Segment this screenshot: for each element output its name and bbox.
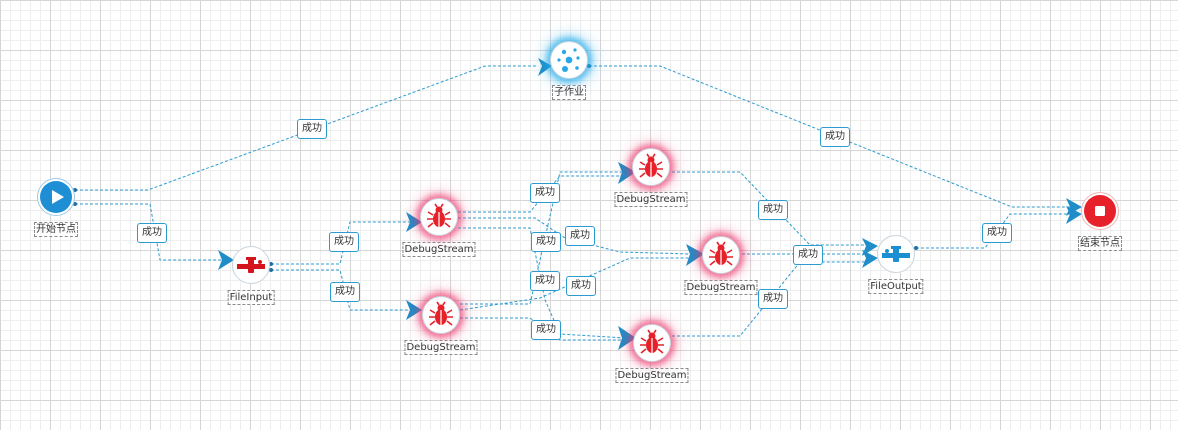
start-node-circle[interactable]	[37, 178, 75, 216]
edge-label[interactable]: 成功	[531, 232, 561, 252]
node-label: DebugStream	[614, 192, 688, 207]
arrowhead	[862, 250, 878, 268]
node-label: DebugStream	[404, 340, 478, 355]
edge-label[interactable]: 成功	[531, 320, 561, 340]
debugstream-node-2[interactable]: DebugStream	[404, 296, 478, 355]
arrowhead	[406, 300, 422, 320]
arrowhead	[618, 326, 636, 350]
play-icon	[40, 181, 72, 213]
bug-icon	[429, 301, 453, 326]
port[interactable]	[914, 246, 918, 250]
bug-icon	[427, 203, 451, 228]
bug-icon	[639, 153, 663, 178]
debugstream-node-circle[interactable]	[422, 296, 460, 334]
node-label: 开始节点	[34, 222, 78, 237]
edge-label[interactable]: 成功	[329, 232, 359, 252]
pipe-valve-icon	[237, 257, 265, 273]
edge-label[interactable]: 成功	[530, 271, 560, 291]
end-node[interactable]: 结束节点	[1078, 192, 1122, 251]
debugstream-node-circle[interactable]	[702, 236, 740, 274]
arrowhead	[538, 58, 552, 76]
debugstream-node-5[interactable]: DebugStream	[615, 324, 689, 383]
subjob-node-circle[interactable]	[550, 41, 588, 79]
arrowhead	[862, 238, 878, 256]
edge-fileinput-debug2[interactable]	[271, 269, 410, 311]
node-label: FileInput	[227, 290, 275, 305]
edge-label[interactable]: 成功	[982, 223, 1012, 243]
edge-label[interactable]: 成功	[330, 282, 360, 302]
fileinput-node-circle[interactable]	[232, 246, 270, 284]
debugstream-node-circle[interactable]	[632, 148, 670, 186]
node-label: DebugStream	[402, 242, 476, 257]
debugstream-node-4[interactable]: DebugStream	[684, 236, 758, 295]
edge-label[interactable]: 成功	[758, 200, 788, 220]
edge-debug2-debug5[interactable]	[460, 317, 625, 341]
port[interactable]	[269, 262, 273, 266]
stop-icon	[1084, 195, 1116, 227]
edge-label[interactable]: 成功	[820, 127, 850, 147]
port[interactable]	[269, 268, 273, 272]
node-label: DebugStream	[615, 368, 689, 383]
node-label: 子作业	[552, 85, 586, 100]
debugstream-node-circle[interactable]	[420, 198, 458, 236]
edge-start-fileinput[interactable]	[75, 203, 222, 261]
pipe-valve-icon	[882, 246, 910, 262]
edge-debug1-debug5[interactable]	[458, 227, 626, 339]
subjob-icon	[557, 48, 580, 72]
edge-debug1-debug4[interactable]	[458, 217, 691, 255]
subjob-node[interactable]: 子作业	[550, 41, 588, 100]
edge-label[interactable]: 成功	[758, 289, 788, 309]
fileinput-node[interactable]: FileInput	[227, 246, 275, 305]
arrowhead	[406, 212, 422, 232]
edge-label[interactable]: 成功	[566, 276, 596, 296]
edge-label[interactable]: 成功	[297, 119, 327, 139]
node-label: FileOutput	[868, 279, 924, 294]
edge-label[interactable]: 成功	[565, 226, 595, 246]
bug-icon	[709, 241, 733, 266]
fileoutput-node-circle[interactable]	[877, 235, 915, 273]
debugstream-node-1[interactable]: DebugStream	[402, 198, 476, 257]
debugstream-node-circle[interactable]	[633, 324, 671, 362]
arrowhead	[618, 162, 636, 184]
fileoutput-node[interactable]: FileOutput	[868, 235, 924, 294]
edge-label[interactable]: 成功	[530, 183, 560, 203]
edge-label[interactable]: 成功	[793, 245, 823, 265]
debugstream-node-3[interactable]: DebugStream	[614, 148, 688, 207]
edge-label[interactable]: 成功	[137, 223, 167, 243]
end-node-circle[interactable]	[1081, 192, 1119, 230]
port[interactable]	[587, 64, 591, 68]
arrowhead	[686, 244, 704, 266]
bug-icon	[640, 329, 664, 354]
node-label: 结束节点	[1078, 236, 1122, 251]
start-node[interactable]: 开始节点	[34, 178, 78, 237]
arrowhead	[218, 250, 234, 270]
node-label: DebugStream	[684, 280, 758, 295]
arrowhead	[1066, 206, 1082, 224]
